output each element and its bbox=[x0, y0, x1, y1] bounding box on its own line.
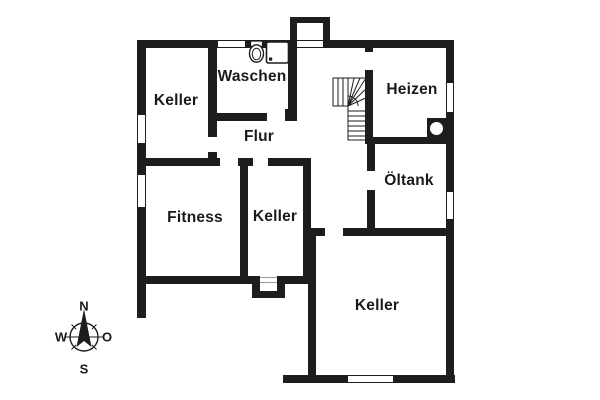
wall bbox=[393, 375, 455, 383]
porch-wall bbox=[277, 276, 285, 298]
window bbox=[297, 40, 323, 48]
compass-south-label: S bbox=[79, 361, 89, 377]
wall bbox=[285, 109, 297, 121]
porch-wall bbox=[252, 276, 260, 298]
wall bbox=[323, 17, 330, 46]
window bbox=[446, 192, 454, 219]
compass-east-label: O bbox=[101, 329, 113, 345]
wall bbox=[290, 17, 330, 23]
wall bbox=[365, 45, 373, 52]
window bbox=[446, 83, 454, 112]
wall bbox=[365, 70, 373, 143]
chimney-icon bbox=[427, 118, 446, 139]
window bbox=[218, 40, 245, 48]
room-label-flur: Flur bbox=[243, 128, 275, 145]
compass-rose-icon bbox=[65, 309, 103, 352]
wall bbox=[285, 276, 315, 284]
wall bbox=[137, 276, 252, 284]
wall bbox=[303, 158, 311, 284]
room-label-keller-mitte: Keller bbox=[252, 208, 298, 225]
wall bbox=[308, 228, 325, 236]
compass-north-label: N bbox=[79, 298, 89, 314]
wall bbox=[137, 40, 146, 115]
toilet-icon bbox=[248, 40, 265, 63]
room-label-waschen: Waschen bbox=[217, 68, 287, 85]
winder-stairs-icon bbox=[332, 77, 369, 141]
wall bbox=[308, 228, 316, 383]
wall bbox=[208, 40, 217, 137]
wall bbox=[137, 40, 218, 48]
porch-wall bbox=[252, 291, 285, 298]
wall bbox=[268, 158, 308, 166]
wall bbox=[288, 40, 297, 115]
compass-west-label: W bbox=[54, 329, 68, 345]
room-label-heizen: Heizen bbox=[386, 81, 438, 98]
washing-machine-icon bbox=[265, 41, 290, 64]
wall bbox=[240, 158, 248, 284]
window bbox=[137, 175, 146, 207]
wall bbox=[137, 158, 220, 166]
wall bbox=[367, 190, 375, 228]
wall bbox=[208, 113, 267, 121]
wall bbox=[137, 207, 146, 318]
window bbox=[137, 115, 146, 143]
wall bbox=[367, 143, 375, 171]
wall bbox=[290, 17, 297, 48]
wall bbox=[446, 112, 454, 192]
room-label-keller-nw: Keller bbox=[153, 92, 199, 109]
wall bbox=[446, 219, 454, 383]
room-label-keller-gross: Keller bbox=[354, 297, 400, 314]
wall bbox=[343, 228, 454, 236]
window bbox=[348, 375, 393, 383]
entrance-door bbox=[260, 277, 277, 283]
room-label-oeltank: Öltank bbox=[384, 172, 434, 189]
room-label-fitness: Fitness bbox=[167, 209, 223, 226]
wall bbox=[446, 40, 454, 83]
wall bbox=[365, 137, 446, 144]
wall bbox=[323, 40, 454, 48]
